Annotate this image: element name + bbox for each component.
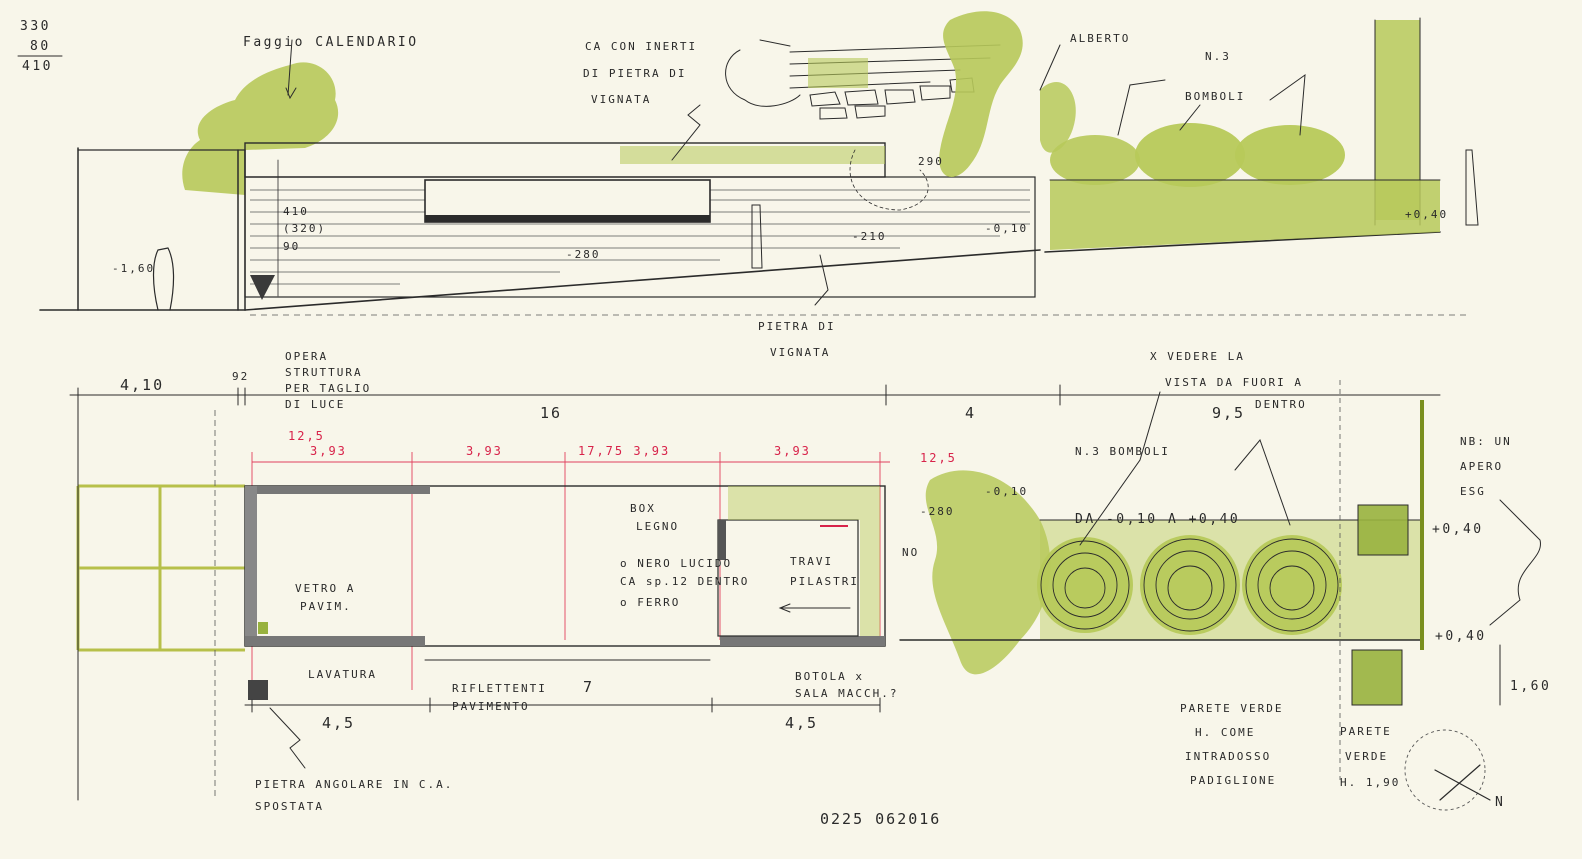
plan-dim-45b: 4,5: [785, 714, 818, 732]
plan-dim-45a: 4,5: [322, 714, 355, 732]
plan-red-dim-6: 12,5: [920, 451, 957, 465]
plan-vetro-1: VETRO A: [295, 582, 355, 595]
plan-level-5: 1,60: [1510, 679, 1551, 694]
elev-height-2: (320): [283, 222, 326, 235]
calc-c: 410: [22, 59, 53, 74]
plan-box-2: LEGNO: [636, 520, 679, 533]
elev-level-center: -210: [852, 230, 887, 243]
plan-red-dim-4: 17,75 3,93: [578, 444, 670, 458]
plan-parete2-2: VERDE: [1345, 750, 1388, 763]
elev-bomboli-2: BOMBOLI: [1185, 90, 1245, 103]
plan-botola-2: SALA MACCH.?: [795, 687, 898, 700]
plan-no-label: NO: [902, 546, 919, 559]
elev-ca-inerti-1: CA CON INERTI: [585, 40, 697, 53]
plan-botola-1: BOTOLA x: [795, 670, 864, 683]
stone-wall-detail: [725, 39, 1001, 211]
plan-dim-4: 4: [965, 404, 976, 422]
calc-b: 80: [30, 39, 51, 54]
plan-travi-2: PILASTRI: [790, 575, 859, 588]
plan-bomboli: N.3 BOMBOLI: [1075, 445, 1170, 458]
plan-dim-92: 92: [232, 370, 249, 383]
plan-parete2-1: PARETE: [1340, 725, 1392, 738]
plan-parete1-4: PADIGLIONE: [1190, 774, 1276, 787]
elev-level-mid: -280: [566, 248, 601, 261]
plan-vedere-1: X VEDERE LA: [1150, 350, 1245, 363]
plan-opera-1: OPERA: [285, 350, 328, 363]
plan-box-1: BOX: [630, 502, 656, 515]
plan-vedere-2: VISTA DA FUORI A: [1165, 376, 1303, 389]
elev-level-top: 290: [918, 155, 944, 168]
plan-red-dim-2: 3,93: [310, 444, 347, 458]
elev-level-left: -1,60: [112, 262, 155, 275]
plan-red-dim-5: 3,93: [774, 444, 811, 458]
plan-riflettenti-1: RIFLETTENTI: [452, 682, 547, 695]
plan-parete1-2: H. COME: [1195, 726, 1255, 739]
elev-bomboli-1: N.3: [1205, 50, 1231, 63]
elevation-drawing: Faggio CALENDARIO CA CON INERTI DI PIETR…: [39, 11, 1479, 359]
plan-da-a: DA -0,10 A +0,40: [1075, 512, 1240, 527]
plan-nero-1: o NERO LUCIDO: [620, 557, 732, 570]
plan-parete1-3: INTRADOSSO: [1185, 750, 1271, 763]
plan-drawing: 4,10 92 16 4 9,5 12,5 3,93 3,93 17,75 3,…: [69, 350, 1551, 813]
plan-level-4: +0,40: [1435, 629, 1487, 644]
plan-red-dim-1: 12,5: [288, 429, 325, 443]
hedge: [1050, 180, 1440, 250]
elev-ca-inerti-3: VIGNATA: [591, 93, 651, 106]
plan-nero-3: o FERRO: [620, 596, 680, 609]
elev-ca-inerti-2: DI PIETRA DI: [583, 67, 686, 80]
north-arrow-label: N: [1495, 795, 1505, 810]
plan-parete2-3: H. 1,90: [1340, 776, 1400, 789]
plan-opera-4: DI LUCE: [285, 398, 345, 411]
plan-nb-3: ESG: [1460, 485, 1486, 498]
bomboli-plan: [1037, 535, 1342, 635]
plan-dim-16: 16: [540, 404, 562, 422]
plan-dim-95: 9,5: [1212, 404, 1245, 422]
plan-vedere-3: DENTRO: [1255, 398, 1307, 411]
tree-alberto: [939, 11, 1023, 177]
plan-level-3: +0,40: [1432, 522, 1484, 537]
plan-level-2: -280: [920, 505, 955, 518]
elev-faggio-label: Faggio CALENDARIO: [243, 35, 419, 50]
beech-tree: [182, 62, 339, 196]
plan-lavatura: LAVATURA: [308, 668, 377, 681]
elev-alberto-label: ALBERTO: [1070, 32, 1130, 45]
elev-pietra-1: PIETRA DI: [758, 320, 836, 333]
plan-opera-3: PER TAGLIO: [285, 382, 371, 395]
plan-nb-1: NB: UN: [1460, 435, 1512, 448]
plan-pietra-2: SPOSTATA: [255, 800, 324, 813]
elev-level-right: -0,10: [985, 222, 1028, 235]
plan-dim-410: 4,10: [120, 376, 164, 394]
elev-pietra-2: VIGNATA: [770, 346, 830, 359]
plan-vetro-2: PAVIM.: [300, 600, 352, 613]
elev-height-1: 410: [283, 205, 309, 218]
plan-level-1: -0,10: [985, 485, 1028, 498]
plan-nb-2: APERO: [1460, 460, 1503, 473]
plan-riflettenti-2: PAVIMENTO: [452, 700, 530, 713]
sketch-date: 0225 062016: [820, 810, 941, 828]
plan-opera-2: STRUTTURA: [285, 366, 363, 379]
plan-parete1-1: PARETE VERDE: [1180, 702, 1283, 715]
plan-nero-2: CA sp.12 DENTRO: [620, 575, 749, 588]
plan-red-dim-3: 3,93: [466, 444, 503, 458]
plan-dim-7: 7: [583, 678, 594, 696]
elev-height-3: 90: [283, 240, 300, 253]
plan-travi-1: TRAVI: [790, 555, 833, 568]
elev-level-far-right: +0,40: [1405, 208, 1448, 221]
calc-a: 330: [20, 19, 51, 34]
plan-pietra-1: PIETRA ANGOLARE IN C.A.: [255, 778, 453, 791]
